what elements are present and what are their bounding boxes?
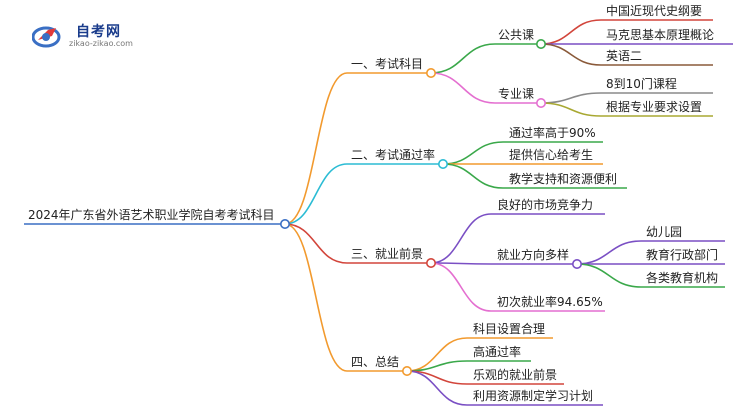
branch-1-sub-2-leaf-2: 根据专业要求设置 <box>606 99 702 114</box>
branch-3-sub-leaf-1: 幼儿园 <box>646 225 682 239</box>
branch-3-sub-2-node[interactable] <box>571 258 582 269</box>
branch-4-leaf-2: 高通过率 <box>473 344 521 359</box>
logo-name: 自考网 <box>76 24 121 40</box>
edge-branch-1-sub-2-leaf-1 <box>540 92 602 104</box>
branch-1-sub-2-node[interactable] <box>535 98 546 109</box>
edge-branch-3-sub-leaf-1 <box>576 240 642 265</box>
root-node[interactable] <box>279 219 290 230</box>
edge-branch-4-leaf-4 <box>406 370 468 406</box>
root-topic: 2024年广东省外语艺术职业学院自考考试科目 <box>28 207 275 222</box>
edge-root-branch-1 <box>284 72 348 225</box>
edge-root-branch-3 <box>284 223 348 264</box>
branch-3-leaf-3: 初次就业率94.65% <box>497 294 603 309</box>
edge-branch-1-sub-1 <box>430 43 496 74</box>
edge-branch-1-sub-2-leaf-2 <box>540 102 602 117</box>
branch-3-sub-leaf-2: 教育行政部门 <box>646 247 718 262</box>
logo-icon <box>32 26 61 48</box>
branch-2-node[interactable] <box>437 159 448 170</box>
branch-2-leaf-2: 提供信心给考生 <box>509 147 593 162</box>
edge-branch-2-leaf-3 <box>442 163 504 189</box>
branch-1-sub-1-leaf-3: 英语二 <box>606 49 642 63</box>
branch-3-leaf-1: 良好的市场竞争力 <box>497 197 593 212</box>
logo-url: zikao-zikao.com <box>69 39 133 48</box>
branch-3-sub-2-title: 就业方向多样 <box>497 247 569 262</box>
edge-branch-1-sub-1-leaf-1 <box>540 19 602 45</box>
edge-branch-1-sub-2 <box>430 72 496 104</box>
edge-branch-3-child-1 <box>430 213 492 264</box>
branch-2-title: 二、考试通过率 <box>351 147 435 162</box>
branch-1-title: 一、考试科目 <box>351 56 423 71</box>
branch-1-sub-2-title: 专业课 <box>498 86 534 101</box>
branch-2-leaf-3: 教学支持和资源便利 <box>509 171 617 186</box>
branch-4-node[interactable] <box>401 365 412 376</box>
edge-branch-3-child-3 <box>430 262 492 312</box>
edge-branch-3-sub-leaf-3 <box>576 263 642 288</box>
branch-3-node[interactable] <box>425 257 436 268</box>
edge-root-branch-4 <box>284 223 348 372</box>
site-logo[interactable]: 自考网 zikao-zikao.com <box>32 20 162 50</box>
branch-1-sub-2-leaf-1: 8到10门课程 <box>606 76 677 91</box>
edge-root-branch-2 <box>284 163 348 225</box>
branch-4-leaf-4: 利用资源制定学习计划 <box>473 388 593 403</box>
branch-4-leaf-3: 乐观的就业前景 <box>473 367 557 382</box>
branch-4-leaf-1: 科目设置合理 <box>473 321 545 336</box>
branch-3-title: 三、就业前景 <box>351 246 423 261</box>
branch-1-sub-1-title: 公共课 <box>498 28 534 42</box>
branch-3-sub-leaf-3: 各类教育机构 <box>646 270 718 285</box>
branch-1-sub-1-leaf-2: 马克思基本原理概论 <box>606 28 714 42</box>
branch-1-sub-1-leaf-1: 中国近现代史纲要 <box>606 3 702 18</box>
branch-1-node[interactable] <box>425 68 436 79</box>
branch-4-title: 四、总结 <box>351 355 399 369</box>
edge-branch-3-child-2 <box>430 262 492 265</box>
edge-branch-2-leaf-1 <box>442 141 504 165</box>
branch-1-sub-1-node[interactable] <box>535 38 546 49</box>
edge-branch-1-sub-1-leaf-3 <box>540 43 602 66</box>
branch-2-leaf-1: 通过率高于90% <box>509 125 596 140</box>
